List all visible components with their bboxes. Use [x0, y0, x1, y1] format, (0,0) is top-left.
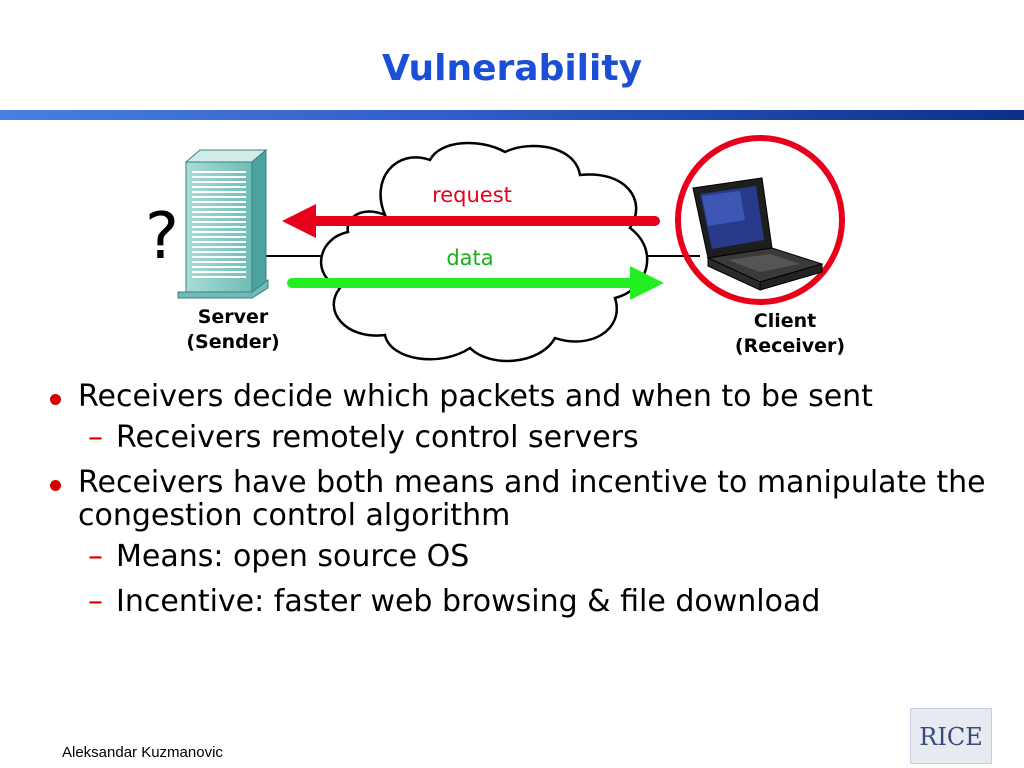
server-label-line1: Server — [198, 306, 269, 328]
request-label: request — [432, 183, 512, 207]
question-mark: ? — [145, 200, 179, 274]
request-arrow — [282, 204, 660, 238]
client-label-line1: Client — [754, 310, 816, 332]
dash-icon: – — [88, 539, 103, 574]
sub-bullet-item: – Incentive: faster web browsing & file … — [48, 585, 988, 618]
sub-bullet-text: Receivers remotely control servers — [116, 420, 639, 455]
title-divider-bar — [0, 110, 1024, 120]
bullet-dot-icon — [50, 394, 61, 405]
server-label-line2: (Sender) — [186, 331, 279, 353]
bullet-list: Receivers decide which packets and when … — [48, 380, 988, 630]
sub-bullet-item: – Means: open source OS — [48, 540, 988, 573]
data-arrow — [287, 266, 664, 300]
sub-bullet-text: Means: open source OS — [116, 539, 470, 574]
slide-title: Vulnerability — [381, 48, 643, 89]
dash-icon: – — [88, 420, 103, 455]
bullet-item: Receivers decide which packets and when … — [48, 380, 988, 413]
sub-bullet-item: – Receivers remotely control servers — [48, 421, 988, 454]
logo-text: RICE — [919, 723, 982, 751]
sub-bullet-text: Incentive: faster web browsing & file do… — [116, 584, 821, 619]
server-icon — [177, 148, 269, 299]
bullet-item: Receivers have both means and incentive … — [48, 466, 988, 532]
bullet-text: Receivers have both means and incentive … — [78, 465, 986, 533]
client-label-line2: (Receiver) — [735, 335, 845, 357]
author-footer: Aleksandar Kuzmanovic — [62, 744, 223, 761]
bullet-text: Receivers decide which packets and when … — [78, 379, 873, 414]
server-vents — [192, 171, 246, 278]
bullet-dot-icon — [50, 480, 61, 491]
dash-icon: – — [88, 584, 103, 619]
client-highlight-circle — [675, 135, 845, 305]
data-label: data — [446, 246, 493, 270]
laptop-icon — [692, 177, 824, 291]
rice-logo: RICE — [910, 708, 992, 764]
network-diagram: ? request data Server (Sender) Client (R… — [145, 135, 845, 363]
network-cloud — [319, 141, 649, 363]
